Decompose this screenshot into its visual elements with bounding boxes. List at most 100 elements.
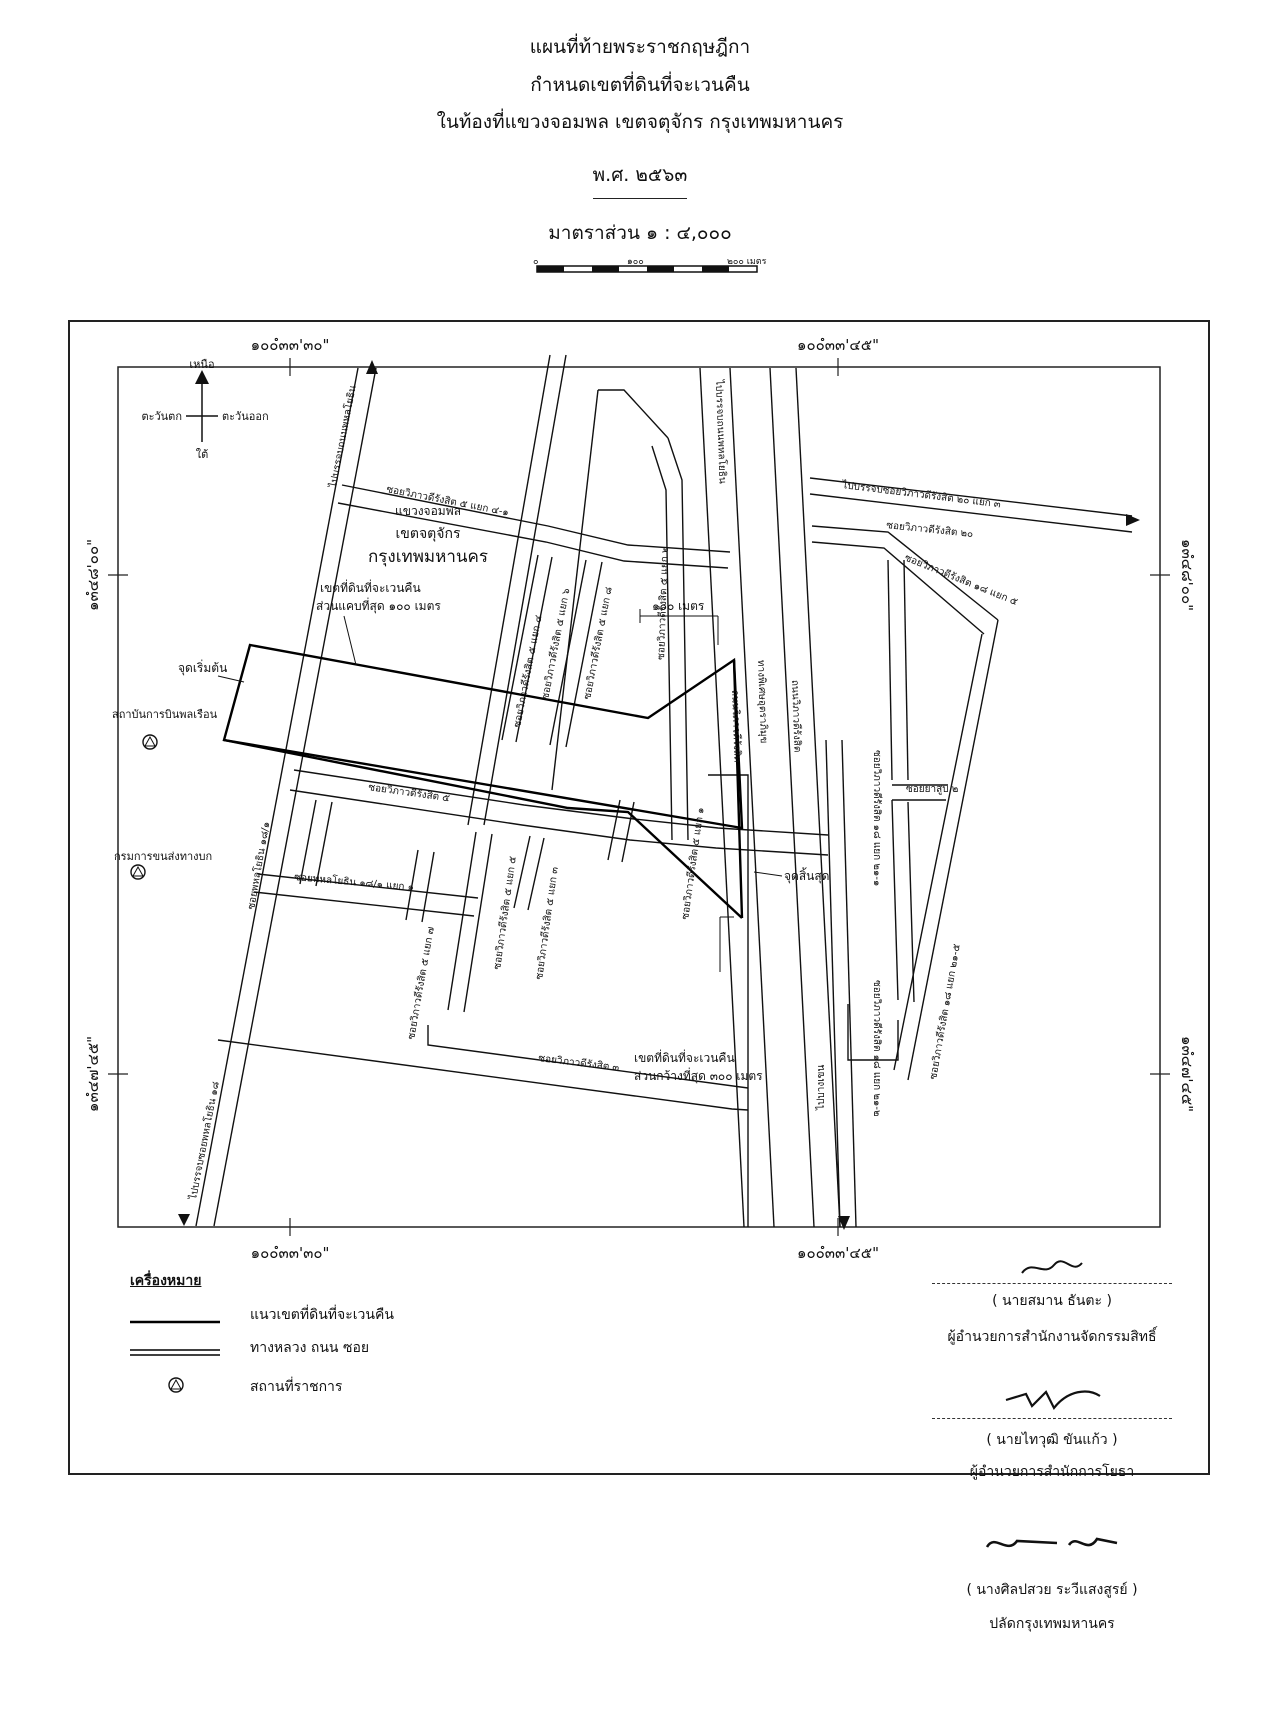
road-soi5-8-b [565, 561, 603, 748]
road-label-vibhavadi-left: ถนนวิภาวดีรังสิต [729, 690, 744, 763]
map-neatline [117, 366, 1161, 1228]
coord-top-right: ๑๐๐ํ๓๓'๔๕" [797, 336, 879, 354]
coord-bottom-right: ๑๐๐ํ๓๓'๔๕" [797, 1244, 879, 1262]
note-wide-line1: เขตที่ดินที่จะเวนคืน [634, 1049, 735, 1065]
scale-bar-segment [592, 266, 619, 272]
scale-bar-segment [702, 266, 729, 272]
road-soi5-7-a [607, 799, 621, 861]
road-soi18-1-c [405, 849, 419, 921]
arrow-down-icon [838, 1216, 850, 1230]
note-narrow-line1: เขตที่ดินที่จะเวนคืน [320, 579, 421, 595]
note-wide-line2: ส่วนกว้างที่สุด ๓๐๐ เมตร [634, 1067, 763, 1084]
legend-title: เครื่องหมาย [130, 1273, 202, 1289]
road-label-tollway: ทางพิเศษอุตราภิมุข [755, 660, 769, 744]
government-place-icon [130, 864, 146, 880]
note-narrow-line2: ส่วนแคบที่สุด ๑๐๐ เมตร [316, 597, 441, 614]
subdistrict-label: แขวงจอมพล [395, 504, 461, 518]
road-soi20-3-a [809, 477, 1133, 517]
legend-road-line-icon [130, 1349, 220, 1356]
road-soi5-4-a [501, 554, 539, 741]
header-title: แผนที่ท้ายพระราชกฤษฎีกา [529, 36, 751, 58]
place-air-force-label: สถาบันการบินพลเรือน [112, 708, 218, 721]
government-place-icon [168, 1377, 184, 1393]
road-soi18-21-2-a [891, 799, 899, 1001]
compass-west: ตะวันตก [141, 410, 182, 423]
dimension-100m-label: ๑๐๐ เมตร [652, 599, 705, 613]
signature-image [1021, 1260, 1083, 1274]
note-narrow-pointer [343, 615, 357, 666]
map-canvas: ๑๐๐ํ๓๓'๓๐" ๑๐๐ํ๓๓'๔๕" ๑๐๐ํ๓๓'๓๐" ๑๐๐ํ๓๓'… [84, 336, 1196, 1262]
road-soi18-21-a [887, 559, 893, 781]
road-soi18-1-a [299, 799, 317, 885]
arrow-down-icon [178, 1214, 190, 1226]
road-soi5-4-1-a [341, 484, 731, 553]
expropriation-boundary-south [223, 738, 743, 919]
legend-boundary-line-icon [130, 1320, 220, 1324]
legend-road-label: ทางหลวง ถนน ซอย [250, 1340, 370, 1356]
arrow-up-icon [366, 360, 378, 374]
place-land-transport-label: กรมการขนส่งทางบก [114, 850, 212, 863]
city-label: กรุงเทพมหานคร [368, 547, 488, 567]
dimension-100m [639, 609, 719, 645]
header-scale: มาตราส่วน ๑ : ๔,๐๐๐ [548, 222, 732, 244]
road-soi5-5-b [463, 833, 493, 1013]
road-bangkhen-a [825, 739, 841, 1228]
north-arrow-icon [195, 370, 209, 384]
signatory-title: ผู้อำนวยการสำนักการโยธา [969, 1464, 1135, 1480]
coord-top-left: ๑๐๐ํ๓๓'๓๐" [251, 336, 330, 354]
road-phahon-18-b [213, 367, 377, 1227]
road-end-arrows [178, 360, 1140, 1230]
road-soi5-2-top [598, 389, 669, 439]
dimension-300m [719, 916, 734, 972]
road-label-to-vibhavadi: ไปบรรจบถนนพหลโยธิน [713, 379, 730, 484]
coord-left-upper: ๑๓ํ๔๘'๐๐" [84, 539, 102, 611]
header-location: ในท้องที่แขวงจอมพล เขตจตุจักร กรุงเทพมหา… [436, 111, 844, 133]
road-label-vibhavadi-right: ถนนวิภาวดีรังสิต [789, 680, 804, 753]
road-label-soi5-2: ซอยวิภาวดีรังสิต ๕ แยก ๒ [655, 546, 671, 660]
signature-image [1005, 1390, 1101, 1411]
legend-government-label: สถานที่ราชการ [250, 1379, 343, 1395]
signature-block-3: ( นางศิลปสวย ระวีแสงสูรย์ ) ปลัดกรุงเทพม… [922, 1525, 1182, 1635]
road-soi20-3-b [809, 493, 1133, 533]
signature-block-1: ( นายสมาน ธันตะ ) ผู้อำนวยการสำนักงานจัด… [922, 1255, 1182, 1348]
legend: เครื่องหมาย แนวเขตที่ดินที่จะเวนคืน ทางห… [130, 1270, 394, 1395]
road-soi20-b [811, 541, 985, 635]
road-label-phahon-top: ไปบรรจบถนนพหลโยธิน [326, 384, 359, 490]
legend-item-government: สถานที่ราชการ [130, 1376, 342, 1398]
road-labels: ไปบรรจบถนนพหลโยธิน ไปบรรจบซอยพหลโยธิน ๑๘… [186, 379, 1020, 1202]
road-label-soi5-7: ซอยวิภาวดีรังสิต ๕ แยก ๗ [405, 926, 437, 1041]
road-soi5-1-a [651, 445, 673, 841]
signature-line [932, 1283, 1172, 1284]
road-soi5-2-left [551, 389, 599, 791]
district-label: เขตจตุจักร [396, 526, 461, 542]
road-label-soi3: ซอยวิภาวดีรังสิต ๓ [538, 1052, 620, 1074]
signatory-title: ปลัดกรุงเทพมหานคร [989, 1616, 1115, 1632]
signature-line [932, 1418, 1172, 1419]
road-label-soi20: ซอยวิภาวดีรังสิต ๒๐ [886, 519, 974, 540]
road-soi5-2-right [667, 437, 689, 841]
compass-east: ตะวันออก [222, 410, 269, 423]
scale-bar-segment [537, 266, 564, 272]
compass-rose [186, 370, 218, 442]
end-point-pointer [753, 871, 783, 877]
road-label-soi18-21-2: ซอยวิภาวดีรังสิต ๑๘ แยก ๒๑-๒ [871, 980, 883, 1117]
legend-boundary-label: แนวเขตที่ดินที่จะเวนคืน [250, 1307, 394, 1323]
expropriation-boundary-north [222, 643, 744, 830]
signatory-name: ( นายไทวุฒิ ขันแก้ว ) [986, 1432, 1118, 1448]
road-vibhavadi-left-b [729, 367, 775, 1228]
signatory-name: ( นายสมาน ธันตะ ) [992, 1293, 1112, 1309]
compass-south: ใต้ [196, 448, 209, 461]
header-divider [593, 198, 687, 199]
road-soi5-5-a [447, 831, 477, 1011]
road-soi18-21-b [903, 559, 909, 781]
government-place-icon [142, 734, 158, 750]
road-label-soi20-3: ไปบรรจบซอยวิภาวดีรังสิต ๒๐ แยก ๓ [841, 479, 1002, 510]
header-subtitle: กำหนดเขตที่ดินที่จะเวนคืน [530, 74, 750, 96]
graticule-ticks [108, 358, 1170, 1236]
road-soi18-1-1-b [253, 891, 475, 917]
road-vibhavadi-left-a [699, 367, 745, 1228]
header-year: พ.ศ. ๒๕๖๓ [592, 164, 688, 186]
road-label-soi18-1-1: ซอยพหลโยธิน ๑๘/๑ แยก ๑ [294, 870, 415, 893]
scale-tick-0: ๐ [533, 258, 539, 267]
road-label-soi18-21-5: ซอยวิภาวดีรังสิต ๑๘ แยก ๒๑-๕ [927, 943, 963, 1081]
